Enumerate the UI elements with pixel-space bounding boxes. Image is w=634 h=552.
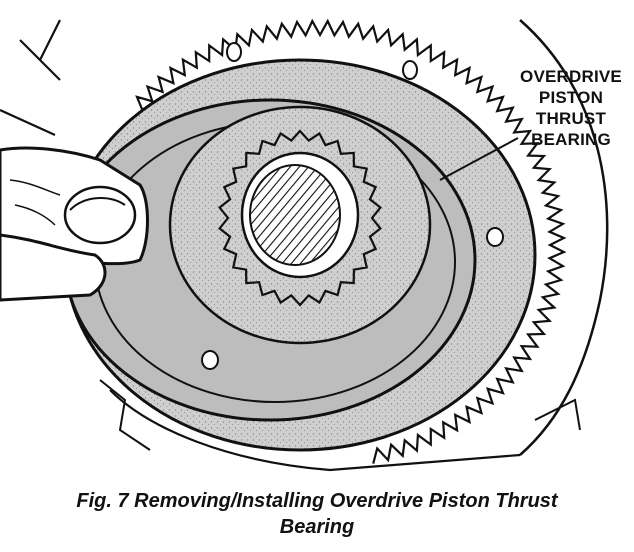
- technician-hand: [0, 146, 149, 302]
- gear-teeth: [218, 129, 382, 307]
- caption-line-1: Fig. 7 Removing/Installing Overdrive Pis…: [76, 490, 558, 512]
- housing-left-outline: [0, 19, 61, 137]
- bolt-hole: [226, 42, 242, 62]
- callout-line: PISTON: [538, 88, 604, 107]
- callout-line: OVERDRIVE: [520, 67, 622, 86]
- inner-splined-hub: [218, 129, 382, 307]
- callout-line: BEARING: [531, 130, 611, 149]
- figure-caption: Fig. 7 Removing/Installing Overdrive Pis…: [0, 488, 634, 540]
- gear-teeth: [135, 18, 567, 464]
- shaft-hatched: [249, 164, 341, 266]
- overdrive-piston-thrust-bearing-label: OVERDRIVE PISTON THRUST BEARING: [512, 66, 630, 150]
- caption-line-2: Bearing: [279, 516, 355, 538]
- overdrive-piston-illustration: [0, 18, 609, 472]
- housing-outline: [519, 19, 609, 456]
- bolt-hole: [486, 227, 504, 247]
- outer-gear: [135, 18, 567, 464]
- callout-leader: [439, 137, 519, 181]
- callout-line: THRUST: [535, 109, 607, 128]
- bolt-hole: [402, 60, 418, 80]
- thumbnail: [63, 185, 137, 245]
- housing-bottom-outline: [109, 389, 521, 472]
- bolt-hole: [201, 350, 219, 370]
